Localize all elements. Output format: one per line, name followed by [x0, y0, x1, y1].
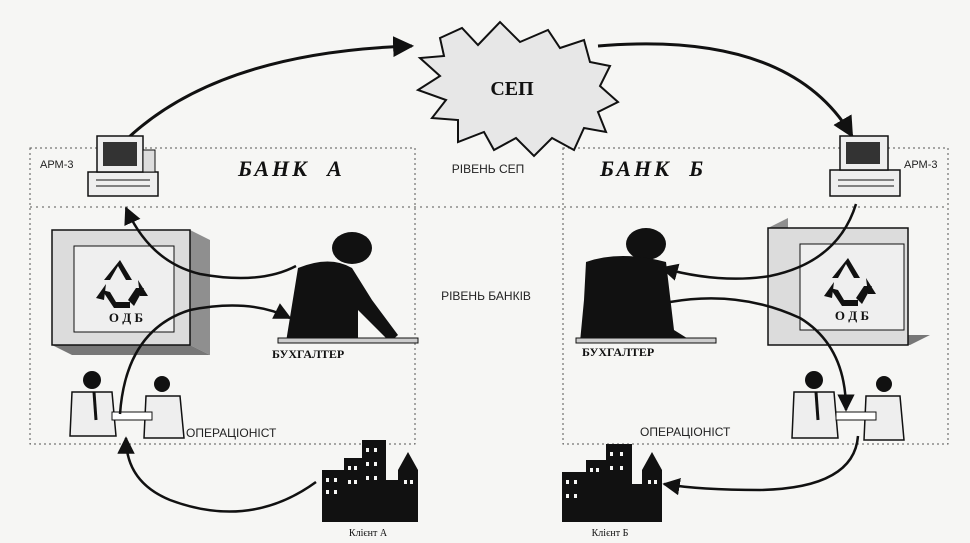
level-sep-label: РІВЕНЬ СЕП: [452, 162, 525, 176]
sep-burst: [415, 20, 620, 158]
workstation-a-label: АРМ-3: [40, 159, 74, 171]
accountant-b-label: БУХГАЛТЕР: [582, 345, 654, 359]
computer-icon: [87, 135, 159, 197]
operator-b-label: ОПЕРАЦІОНІСТ: [640, 425, 731, 439]
arrow-operator-a-to-accountant-a: [118, 303, 292, 415]
arrow-operator-b-to-client-b: [662, 435, 860, 496]
arrow-sep-to-arm-b: [597, 42, 854, 138]
arrow-arm-b-to-accountant-b: [660, 203, 858, 281]
accountant-b-figure: [575, 228, 717, 344]
bank-b-title: БАНК Б: [599, 156, 706, 181]
arrow-accountant-b-to-operator-b: [669, 297, 855, 412]
level-banks-label: РІВЕНЬ БАНКІВ: [441, 289, 531, 303]
accountant-a-figure: [277, 232, 419, 344]
operator-b-figure: [791, 371, 905, 441]
operator-a-label: ОПЕРАЦІОНІСТ: [186, 426, 277, 440]
sep-label: СЕП: [490, 78, 534, 100]
odb-b-box: [767, 218, 930, 346]
arrow-accountant-a-to-arm-a: [124, 206, 297, 280]
odb-a-label: О Д Б: [109, 310, 143, 325]
client-a-building-icon: [322, 440, 418, 522]
odb-b-label: О Д Б: [835, 308, 869, 323]
operator-a-figure: [69, 371, 185, 439]
accountant-a-label: БУХГАЛТЕР: [272, 347, 344, 361]
client-a-label: Клієнт А: [349, 528, 388, 539]
workstation-b-label: АРМ-3: [904, 159, 938, 171]
client-b-label: Клієнт Б: [592, 528, 629, 539]
odb-a-box: [51, 229, 210, 355]
client-b-building-icon: [562, 444, 662, 522]
bank-a-title: БАНК А: [237, 156, 345, 181]
arrow-client-a-to-operator-a: [117, 436, 317, 513]
arrow-arm-a-to-sep: [126, 36, 415, 140]
computer-icon: [829, 135, 901, 197]
